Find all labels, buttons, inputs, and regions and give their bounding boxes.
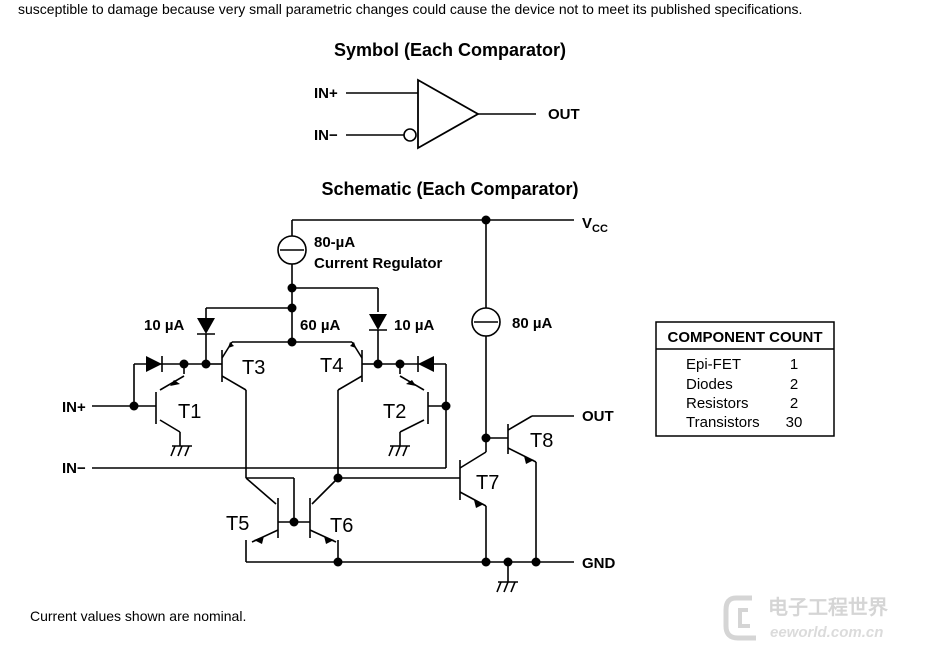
ground-symbol-t2 (388, 445, 410, 457)
diode-10ua-left (197, 318, 215, 335)
component-count-table: COMPONENT COUNT Epi-FET 1 Diodes 2 Resis… (655, 321, 835, 437)
comparator-symbol (346, 78, 536, 150)
vcc-label: VCC (582, 215, 608, 235)
source-60ua-label: 60 µA (300, 317, 340, 334)
transistor-label-t2: T2 (383, 401, 406, 423)
component-row-count: 2 (790, 376, 798, 393)
footnote: Current values shown are nominal. (30, 608, 246, 624)
regulator-current-label: 80-µA (314, 234, 355, 251)
current-source-80ua-regulator (277, 235, 307, 265)
transistor-label-t8: T8 (530, 430, 553, 452)
current-source-80ua-output (471, 307, 501, 337)
diode-input-right (417, 356, 434, 372)
diode-10ua-right (369, 314, 387, 331)
component-row-count: 2 (790, 395, 798, 412)
component-row-name: Resistors (686, 395, 749, 412)
gnd-label: GND (582, 555, 616, 572)
symbol-in-plus-label: IN+ (314, 85, 338, 102)
header-text: susceptible to damage because very small… (18, 1, 802, 17)
regulator-label: Current Regulator (314, 255, 443, 272)
watermark-logo: 电子工程世界 eeworld.com.cn (723, 595, 888, 641)
transistor-label-t6: T6 (330, 515, 353, 537)
out-label: OUT (582, 408, 614, 425)
diode-input-left (146, 356, 163, 372)
in-plus-label: IN+ (62, 399, 86, 416)
transistor-label-t4: T4 (320, 355, 343, 377)
source-10ua-left-label: 10 µA (144, 317, 184, 334)
component-row-count: 1 (790, 356, 798, 373)
component-row-name: Transistors (686, 414, 760, 431)
symbol-title: Symbol (Each Comparator) (334, 40, 566, 60)
transistor-label-t3: T3 (242, 357, 265, 379)
junction-dots (129, 215, 541, 567)
schematic-title: Schematic (Each Comparator) (321, 179, 578, 199)
source-10ua-right-label: 10 µA (394, 317, 434, 334)
component-row-name: Diodes (686, 376, 733, 393)
symbol-out-label: OUT (548, 106, 580, 123)
component-row-name: Epi-FET (686, 356, 741, 373)
in-minus-label: IN− (62, 460, 86, 477)
watermark-url-text: eeworld.com.cn (770, 624, 883, 641)
symbol-in-minus-label: IN− (314, 127, 338, 144)
ground-symbol-main (496, 581, 518, 593)
transistor-label-t1: T1 (178, 401, 201, 423)
component-count-title: COMPONENT COUNT (668, 329, 823, 346)
transistor-label-t5: T5 (226, 513, 249, 535)
source-80ua-label: 80 µA (512, 315, 552, 332)
component-row-count: 30 (786, 414, 803, 431)
ground-symbol-t1 (170, 445, 192, 457)
transistor-arrows (170, 342, 534, 544)
transistor-label-t7: T7 (476, 472, 499, 494)
watermark-cn-text: 电子工程世界 (768, 596, 888, 619)
